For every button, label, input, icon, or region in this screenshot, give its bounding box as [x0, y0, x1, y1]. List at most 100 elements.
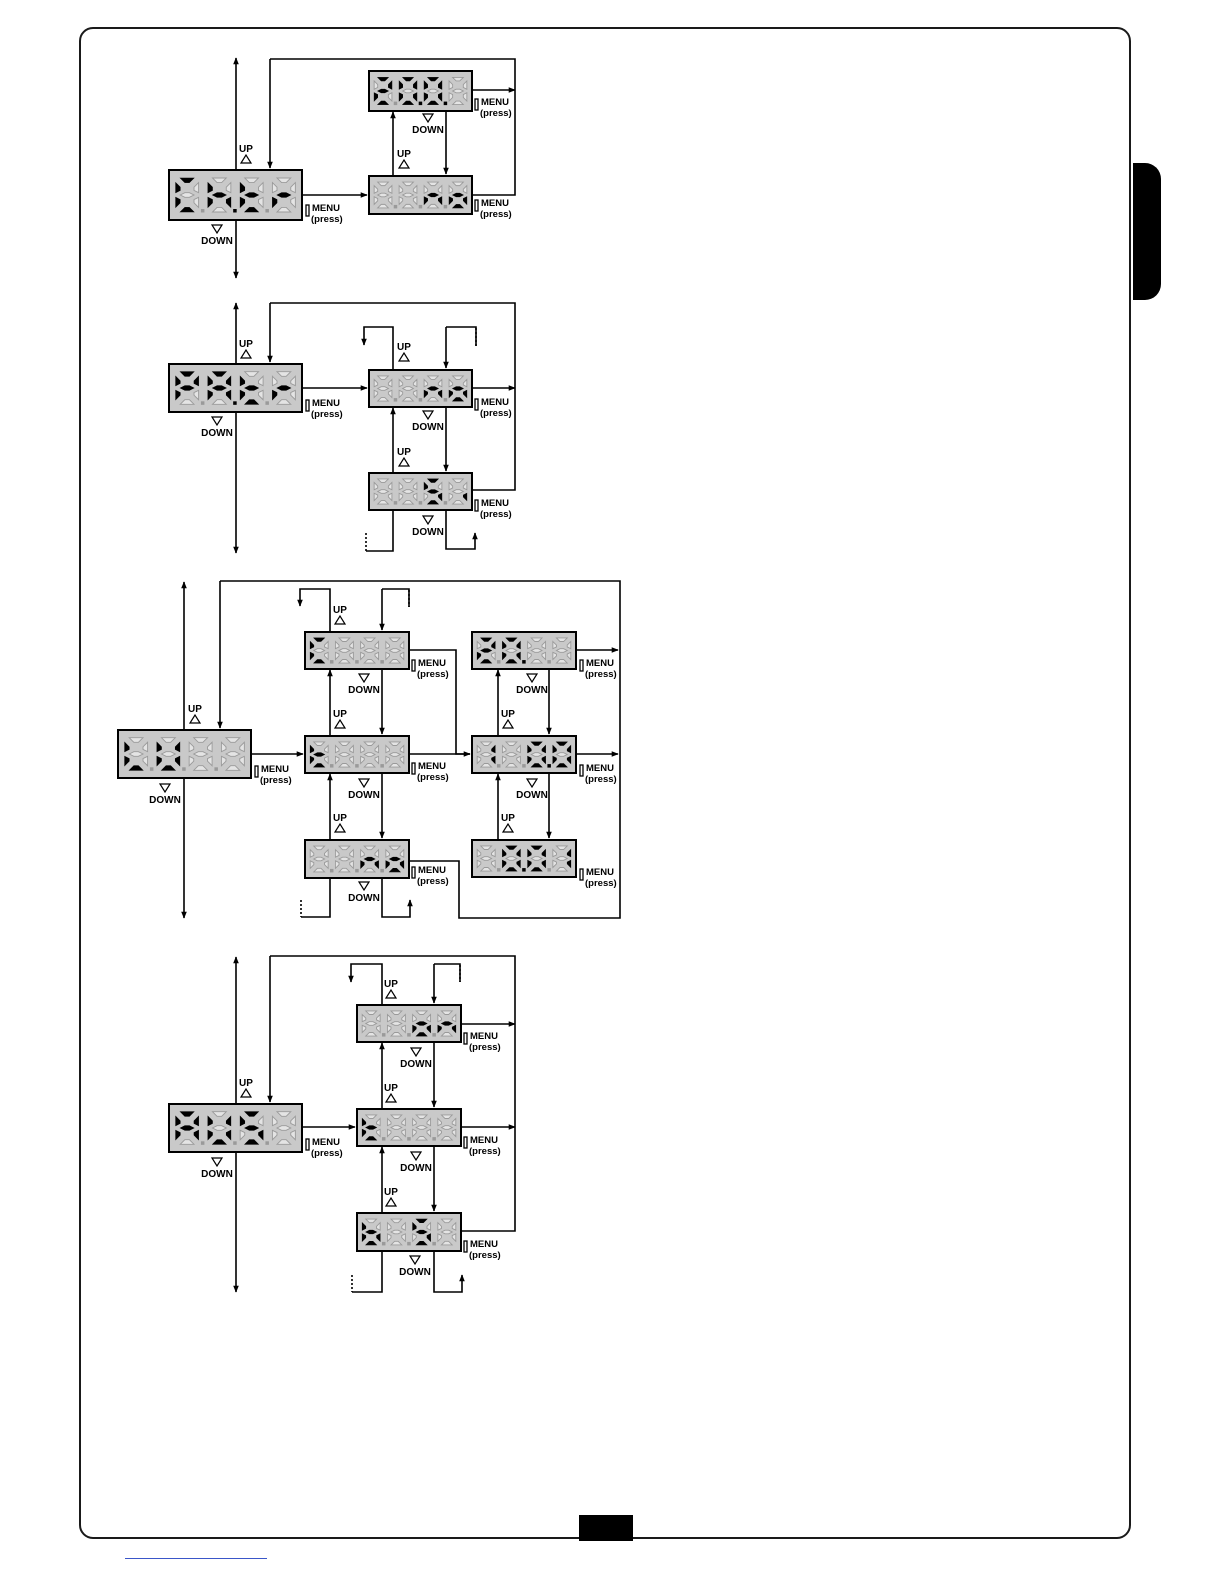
segment: [207, 389, 213, 401]
segment: [376, 181, 390, 187]
segment: [373, 79, 379, 90]
segment: [239, 1129, 246, 1141]
segment: [423, 184, 429, 194]
segment: [412, 481, 418, 491]
decimal-point: [233, 401, 237, 405]
segment: [389, 1010, 403, 1015]
segment: [225, 1129, 232, 1141]
segment: [361, 1013, 367, 1023]
segment: [426, 386, 439, 391]
segment: [373, 196, 379, 206]
decimal-point: [547, 868, 551, 872]
segment: [309, 860, 315, 870]
segment: [376, 100, 390, 105]
down-label: DOWN: [348, 893, 380, 904]
segment: [207, 196, 213, 209]
segment: [374, 848, 380, 858]
decimal-point: [355, 660, 359, 664]
up-label: UP: [397, 447, 411, 458]
press-label: (press): [585, 669, 617, 680]
segment: [555, 763, 568, 768]
up-label: UP: [384, 979, 398, 990]
segment: [426, 1221, 432, 1231]
segment: [338, 856, 351, 862]
segment: [179, 177, 195, 183]
segment: [374, 651, 380, 661]
segment: [211, 206, 228, 213]
up-triangle-icon: [384, 1196, 398, 1207]
segment: [566, 755, 572, 765]
footer-rule: [125, 1558, 267, 1559]
segment: [462, 389, 468, 399]
segment: [530, 752, 543, 757]
segment: [398, 80, 403, 90]
decimal-point: [329, 764, 334, 768]
connector-line: [445, 511, 478, 550]
segment: [388, 752, 402, 757]
segment: [224, 751, 241, 757]
down-triangle-icon: [210, 416, 224, 427]
press-label: (press): [480, 408, 512, 419]
segment: [385, 640, 390, 650]
down-label: DOWN: [201, 236, 233, 247]
menu-label: MENU: [481, 198, 509, 209]
segment: [156, 741, 162, 753]
segment: [438, 492, 443, 502]
segment: [388, 637, 402, 642]
press-label: (press): [585, 774, 617, 785]
decimal-point: [418, 398, 423, 402]
segment: [491, 744, 496, 754]
segment: [440, 1229, 454, 1235]
menu-key-icon: [463, 1136, 468, 1149]
segment: [193, 196, 200, 209]
segment: [541, 744, 546, 754]
segment: [349, 860, 354, 870]
segment: [426, 77, 440, 82]
menu-key-icon: [579, 868, 584, 881]
segment: [448, 378, 454, 388]
segment: [175, 389, 181, 401]
segment: [412, 378, 418, 388]
segment: [448, 196, 453, 206]
segment: [479, 752, 493, 757]
segment: [361, 1117, 367, 1127]
segment: [142, 741, 149, 753]
segment: [530, 659, 544, 664]
segment: [437, 184, 443, 194]
segment: [373, 184, 379, 194]
segment: [225, 1115, 232, 1127]
connector-line: [270, 955, 516, 1232]
down-triangle-icon: [408, 1255, 422, 1266]
segment: [363, 659, 377, 664]
down-triangle-icon: [525, 778, 539, 789]
segment: [160, 751, 177, 757]
segment: [239, 755, 245, 767]
segment: [415, 1010, 429, 1015]
segment: [530, 741, 543, 746]
segment: [401, 88, 415, 94]
segment: [220, 741, 227, 753]
menu-label: MENU: [586, 867, 614, 878]
segment: [426, 1233, 431, 1243]
menu-label: MENU: [481, 498, 509, 509]
segment: [334, 640, 340, 650]
segment: [530, 867, 543, 872]
segment: [415, 1032, 428, 1037]
segment: [566, 640, 572, 650]
up-label: UP: [333, 709, 347, 720]
segment: [504, 741, 518, 746]
segment: [334, 860, 340, 870]
segment: [390, 1125, 403, 1130]
connector-line: [352, 1252, 383, 1293]
segment: [451, 1221, 457, 1231]
segment: [239, 375, 246, 387]
segment: [412, 492, 418, 502]
decimal-point: [182, 767, 186, 771]
menu-label: MENU: [470, 1135, 498, 1146]
segment: [415, 1241, 428, 1246]
segment: [349, 640, 354, 650]
decimal-point: [496, 868, 501, 872]
segment: [451, 386, 464, 391]
segment: [479, 763, 493, 768]
